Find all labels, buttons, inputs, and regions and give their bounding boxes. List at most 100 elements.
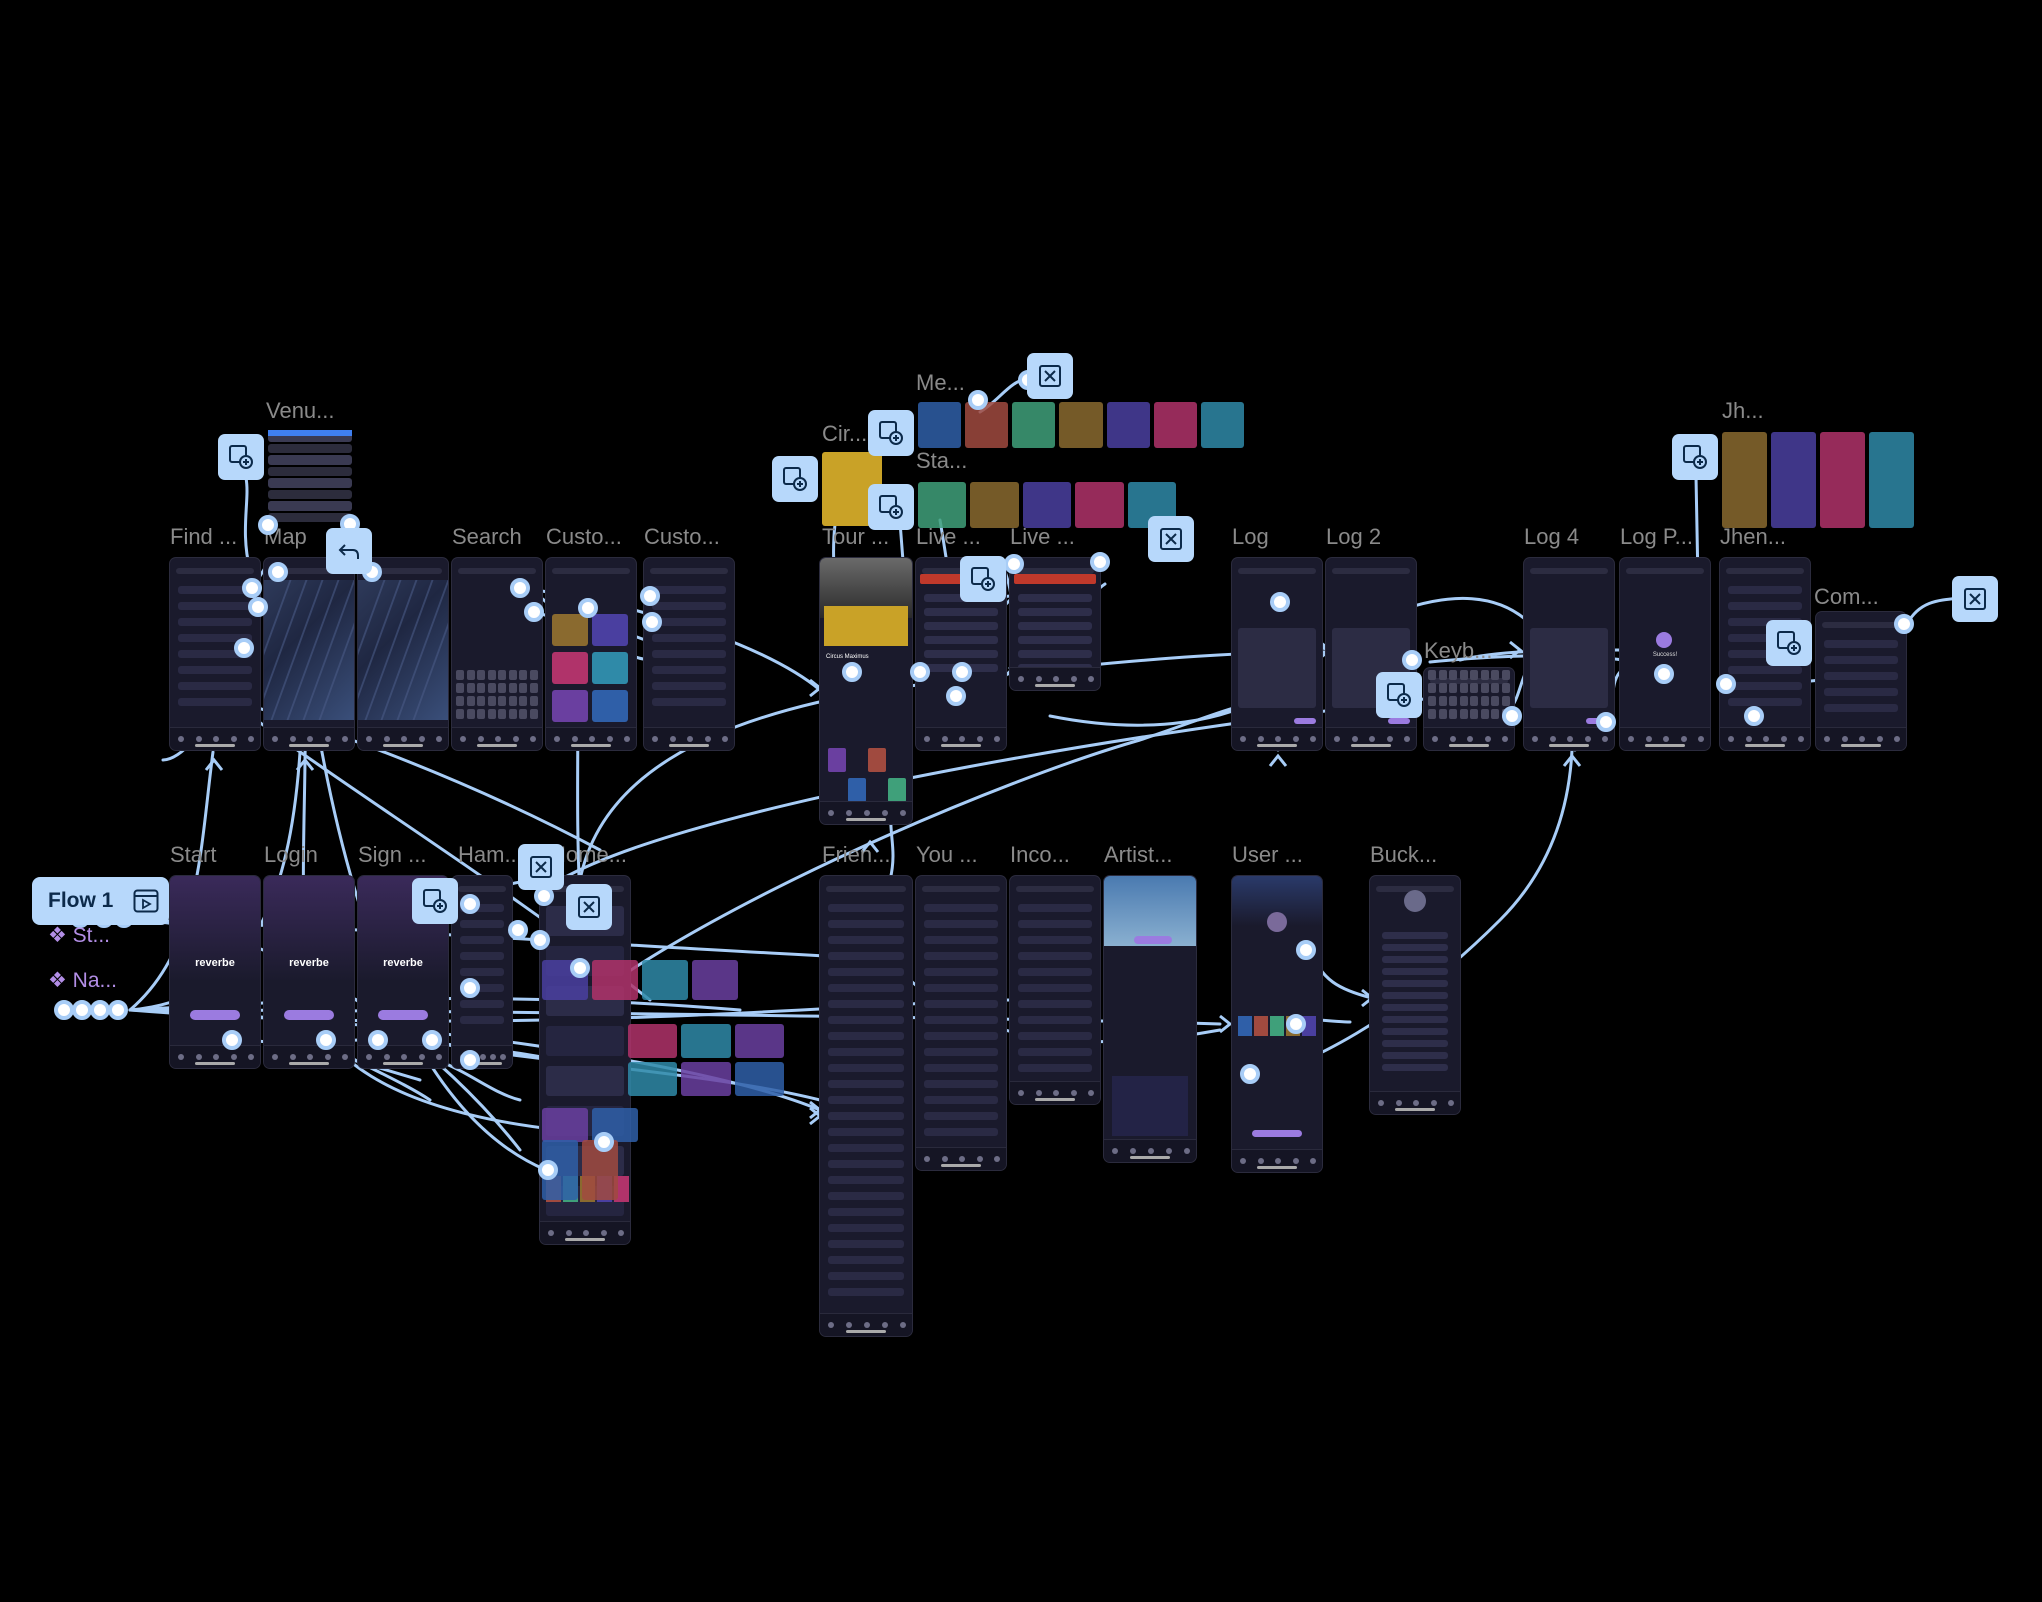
frame-label[interactable]: Frien... [822,842,890,868]
image-thumbnail-strip[interactable] [918,482,1180,528]
app-screen-frame[interactable] [358,558,448,750]
image-thumbnail[interactable] [268,467,352,477]
connection-node[interactable] [248,597,268,617]
image-thumbnail[interactable] [268,455,352,465]
close-overlay-icon[interactable] [1148,516,1194,562]
component-nav[interactable]: ❖ Na... [48,968,117,993]
image-thumbnail[interactable] [628,1024,677,1058]
image-thumbnail[interactable] [1154,402,1197,448]
connection-node[interactable] [508,920,528,940]
image-thumbnail[interactable] [681,1062,730,1096]
connection-node[interactable] [1894,614,1914,634]
image-thumbnail-strip[interactable] [542,1108,642,1142]
app-screen-frame[interactable] [1232,558,1322,750]
app-screen-frame[interactable]: Success! [1620,558,1710,750]
connection-node[interactable] [242,578,262,598]
image-thumbnail[interactable] [1201,402,1244,448]
connection-node[interactable] [460,978,480,998]
image-thumbnail[interactable] [965,402,1008,448]
connection-node[interactable] [1654,664,1674,684]
add-overlay-icon[interactable] [868,484,914,530]
app-screen-frame[interactable] [264,558,354,750]
connection-node[interactable] [268,562,288,582]
frame-label[interactable]: User ... [1232,842,1303,868]
connection-node[interactable] [1744,706,1764,726]
image-thumbnail-strip[interactable] [628,1062,788,1096]
frame-label[interactable]: Me... [916,370,965,396]
connection-node[interactable] [234,638,254,658]
add-overlay-icon[interactable] [1766,620,1812,666]
frame-label[interactable]: Find ... [170,524,237,550]
connection-node[interactable] [222,1030,242,1050]
add-overlay-icon[interactable] [218,434,264,480]
connection-node[interactable] [578,598,598,618]
frame-label[interactable]: Custo... [546,524,622,550]
connection-node[interactable] [1090,552,1110,572]
image-thumbnail[interactable] [1107,402,1150,448]
connection-node[interactable] [1296,940,1316,960]
frame-label[interactable]: Ham... [458,842,523,868]
connection-node[interactable] [1502,706,1522,726]
image-thumbnail[interactable] [1023,482,1071,528]
image-thumbnail[interactable] [970,482,1018,528]
connection-node[interactable] [460,894,480,914]
add-overlay-icon[interactable] [868,410,914,456]
connection-node[interactable] [422,1030,442,1050]
image-thumbnail[interactable] [268,444,352,454]
connection-node[interactable] [842,662,862,682]
connection-node[interactable] [594,1132,614,1152]
app-screen-frame[interactable] [916,876,1006,1170]
image-thumbnail[interactable] [268,490,352,500]
connection-node[interactable] [642,612,662,632]
app-screen-frame[interactable]: reverbe [264,876,354,1068]
app-screen-frame[interactable]: Circus Maximus [820,558,912,824]
connection-node[interactable] [368,1030,388,1050]
connection-node[interactable] [968,390,988,410]
connection-node[interactable] [1240,1064,1260,1084]
image-thumbnail[interactable] [918,482,966,528]
connection-node[interactable] [640,586,660,606]
connection-node[interactable] [946,686,966,706]
connection-node[interactable] [90,1000,110,1020]
image-thumbnail-strip[interactable] [1722,432,1918,528]
back-icon[interactable] [326,528,372,574]
frame-label[interactable]: Search [452,524,522,550]
app-screen-frame[interactable] [1370,876,1460,1114]
flow-starting-point-badge[interactable]: Flow 1 [32,877,169,925]
app-screen-frame[interactable] [1232,876,1322,1172]
connection-node[interactable] [952,662,972,682]
frame-label[interactable]: Venu... [266,398,335,424]
add-overlay-icon[interactable] [412,878,458,924]
app-screen-frame[interactable] [1010,558,1100,690]
connection-node[interactable] [1402,650,1422,670]
add-overlay-icon[interactable] [772,456,818,502]
frame-label[interactable]: Keyb... [1424,638,1492,664]
app-screen-frame[interactable] [1424,668,1514,750]
connection-node[interactable] [108,1000,128,1020]
connection-node[interactable] [258,515,278,535]
connection-node[interactable] [460,1050,480,1070]
close-overlay-icon[interactable] [1027,353,1073,399]
image-thumbnail[interactable] [1722,432,1767,528]
image-thumbnail[interactable] [1820,432,1865,528]
connection-node[interactable] [910,662,930,682]
image-thumbnail[interactable] [735,1024,784,1058]
frame-label[interactable]: Log 2 [1326,524,1381,550]
frame-label[interactable]: Log [1232,524,1269,550]
add-overlay-icon[interactable] [1672,434,1718,480]
frame-label[interactable]: Sta... [916,448,967,474]
connection-node[interactable] [1286,1014,1306,1034]
image-thumbnail[interactable] [542,1108,588,1142]
image-thumbnail[interactable] [681,1024,730,1058]
image-thumbnail-strip[interactable] [628,1024,788,1058]
connection-node[interactable] [316,1030,336,1050]
add-overlay-icon[interactable] [960,556,1006,602]
app-screen-frame[interactable] [1104,876,1196,1162]
image-thumbnail[interactable] [1059,402,1102,448]
image-thumbnail[interactable] [1771,432,1816,528]
connection-node[interactable] [1270,592,1290,612]
play-frame-icon[interactable] [133,889,159,913]
connection-node[interactable] [1716,674,1736,694]
image-thumbnail[interactable] [735,1062,784,1096]
app-screen-frame[interactable] [644,558,734,750]
